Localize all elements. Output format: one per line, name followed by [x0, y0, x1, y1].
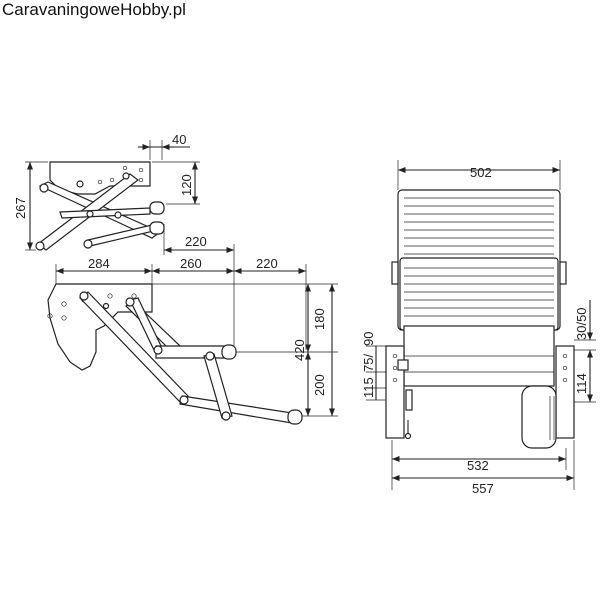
dim-front-left-a: 90	[361, 332, 376, 346]
lower-tread	[404, 267, 554, 317]
dim-folded-top-width: 40	[172, 132, 186, 147]
dim-extended-height-upper: 180	[312, 308, 327, 330]
side-view-extended: 220 284 260 220	[47, 224, 338, 425]
dim-folded-right-height: 120	[179, 174, 194, 196]
dim-front-bottom-outer: 557	[472, 481, 494, 496]
dim-front-right-b: 114	[574, 373, 589, 394]
upper-tread	[404, 197, 554, 255]
dim-extended-total-height: 420	[292, 339, 307, 361]
dim-front-left-c: 115	[361, 377, 376, 398]
dim-extended-height-lower: 200	[312, 374, 327, 396]
dim-folded-left-height: 267	[13, 197, 28, 219]
side-view-folded: 40 120 267	[13, 132, 200, 251]
dim-extended-width-3: 220	[256, 256, 278, 271]
site-watermark: CaravaningoweHobby.pl	[2, 0, 186, 19]
dim-extended-width-2: 260	[180, 256, 202, 271]
dim-front-bottom-inner: 532	[467, 458, 489, 473]
dim-extended-width-1: 284	[88, 256, 110, 271]
dim-front-right-a: 30/50	[574, 307, 589, 340]
dim-extended-top-extra: 220	[185, 234, 207, 249]
dim-front-top-width: 502	[470, 165, 492, 180]
dim-front-left-b: 75/	[361, 354, 376, 372]
front-view: 502	[361, 160, 596, 496]
